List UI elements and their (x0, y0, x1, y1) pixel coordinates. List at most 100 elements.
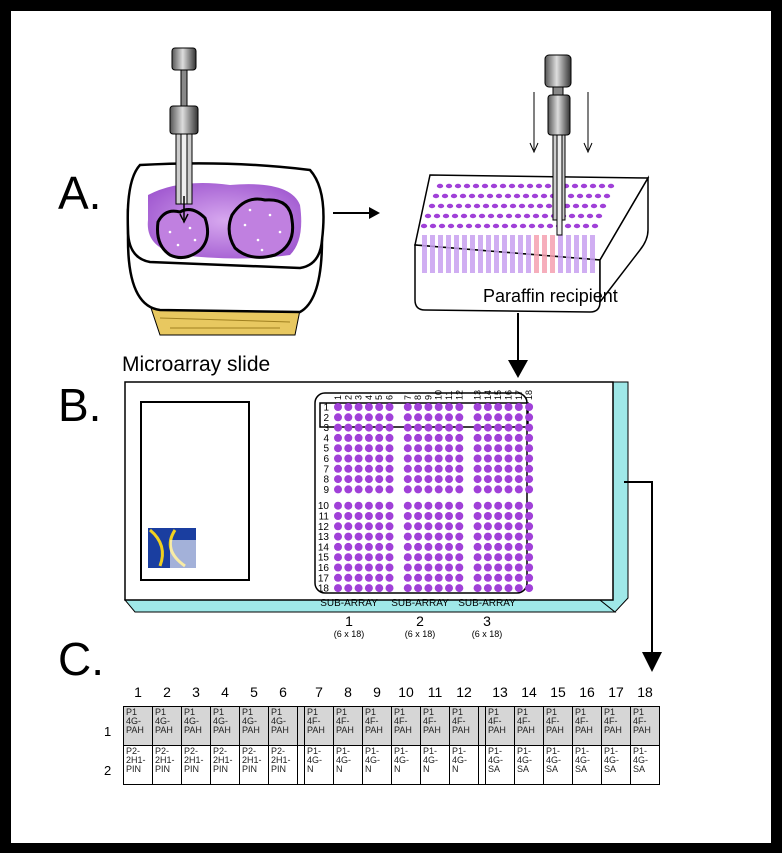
slide-core (334, 454, 342, 463)
slide-core (514, 413, 523, 422)
slide-core (473, 454, 482, 463)
slide-core (334, 444, 342, 453)
slide-core (414, 444, 423, 453)
recipient-core (541, 213, 549, 219)
slide-core (473, 433, 482, 442)
slide-core (375, 413, 384, 422)
recipient-core-column (422, 235, 427, 273)
recipient-core (510, 223, 518, 229)
slide-core (364, 563, 373, 572)
table-cell: P2-2H1-PIN (181, 745, 211, 785)
slide-core (354, 532, 363, 541)
recipient-core (472, 183, 480, 189)
slide-col-label: 9 (423, 395, 433, 400)
slide-core (473, 512, 482, 520)
slide-core (455, 542, 464, 551)
recipient-core-column (582, 235, 587, 273)
slide-core (375, 444, 384, 453)
slide-core (455, 444, 464, 453)
slide-core (514, 475, 523, 484)
table-column-number: 7 (315, 684, 323, 700)
slide-core (494, 553, 503, 562)
slide-core (344, 433, 353, 442)
slide-core (504, 475, 513, 484)
slide-row-label: 6 (323, 454, 329, 465)
slide-core (364, 553, 373, 562)
slide-core (494, 403, 503, 411)
slide-row-label: 18 (318, 584, 330, 595)
table-column-number: 15 (550, 684, 566, 700)
recipient-core (451, 213, 459, 219)
recipient-core (526, 183, 534, 189)
slide-core (445, 542, 453, 551)
slide-core (434, 501, 443, 510)
recipient-core (564, 223, 572, 229)
slide-core (525, 464, 534, 473)
recipient-core (590, 203, 598, 209)
slide-core (504, 444, 513, 453)
slide-core (455, 563, 464, 572)
recipient-core (438, 223, 446, 229)
table-cell: P2-2H1-PIN (239, 745, 269, 785)
subarray-number: 2 (416, 613, 424, 629)
slide-core (385, 423, 394, 432)
recipient-block (414, 174, 650, 313)
slide-core (483, 403, 492, 411)
slide-core (455, 464, 464, 473)
table-column-number: 6 (279, 684, 287, 700)
slide-core (414, 542, 423, 551)
slide-core (403, 475, 412, 484)
table-gap (297, 745, 305, 785)
slide-core (504, 542, 513, 551)
recipient-core (540, 193, 548, 199)
slide-core (473, 464, 482, 473)
slide-core (424, 423, 433, 432)
slide-core (354, 454, 363, 463)
slide-core (504, 485, 513, 494)
slide-core (344, 584, 353, 593)
slide-core (354, 512, 363, 520)
recipient-core (420, 223, 428, 229)
slide-core (504, 532, 513, 541)
slide-core (344, 413, 353, 422)
slide-core (334, 584, 342, 593)
slide-core (494, 563, 503, 572)
table-column-number: 18 (637, 684, 653, 700)
slide-core (483, 522, 492, 531)
slide-core (445, 444, 453, 453)
slide-core (344, 512, 353, 520)
slide-col-label: 18 (524, 390, 534, 400)
table-cell: P1-4G-SA (485, 745, 515, 785)
slide-core (483, 512, 492, 520)
slide-core (414, 423, 423, 432)
slide-row-label: 3 (323, 423, 329, 434)
recipient-core (446, 203, 454, 209)
recipient-core-column (542, 235, 547, 273)
slide-core (403, 485, 412, 494)
slide-core (354, 522, 363, 531)
slide-core (504, 413, 513, 422)
recipient-core (424, 213, 432, 219)
table-column-number: 11 (427, 684, 443, 700)
donor-block (126, 162, 325, 336)
slide-col-label: 14 (483, 390, 493, 400)
slide-core (364, 512, 373, 520)
recipient-core (441, 193, 449, 199)
slide-core (434, 573, 443, 582)
logo-icon (148, 528, 200, 568)
slide-core (445, 522, 453, 531)
recipient-core (519, 223, 527, 229)
subarray-word: SUB-ARRAY (458, 598, 516, 609)
slide-core (455, 475, 464, 484)
slide-core (375, 423, 384, 432)
slide-core (434, 542, 443, 551)
slide-core (334, 475, 342, 484)
recipient-core (492, 223, 500, 229)
recipient-core (473, 203, 481, 209)
slide-core (455, 512, 464, 520)
slide-core (385, 584, 394, 593)
slide-core (434, 485, 443, 494)
arrow-right-icon (333, 207, 380, 219)
slide-core (414, 512, 423, 520)
